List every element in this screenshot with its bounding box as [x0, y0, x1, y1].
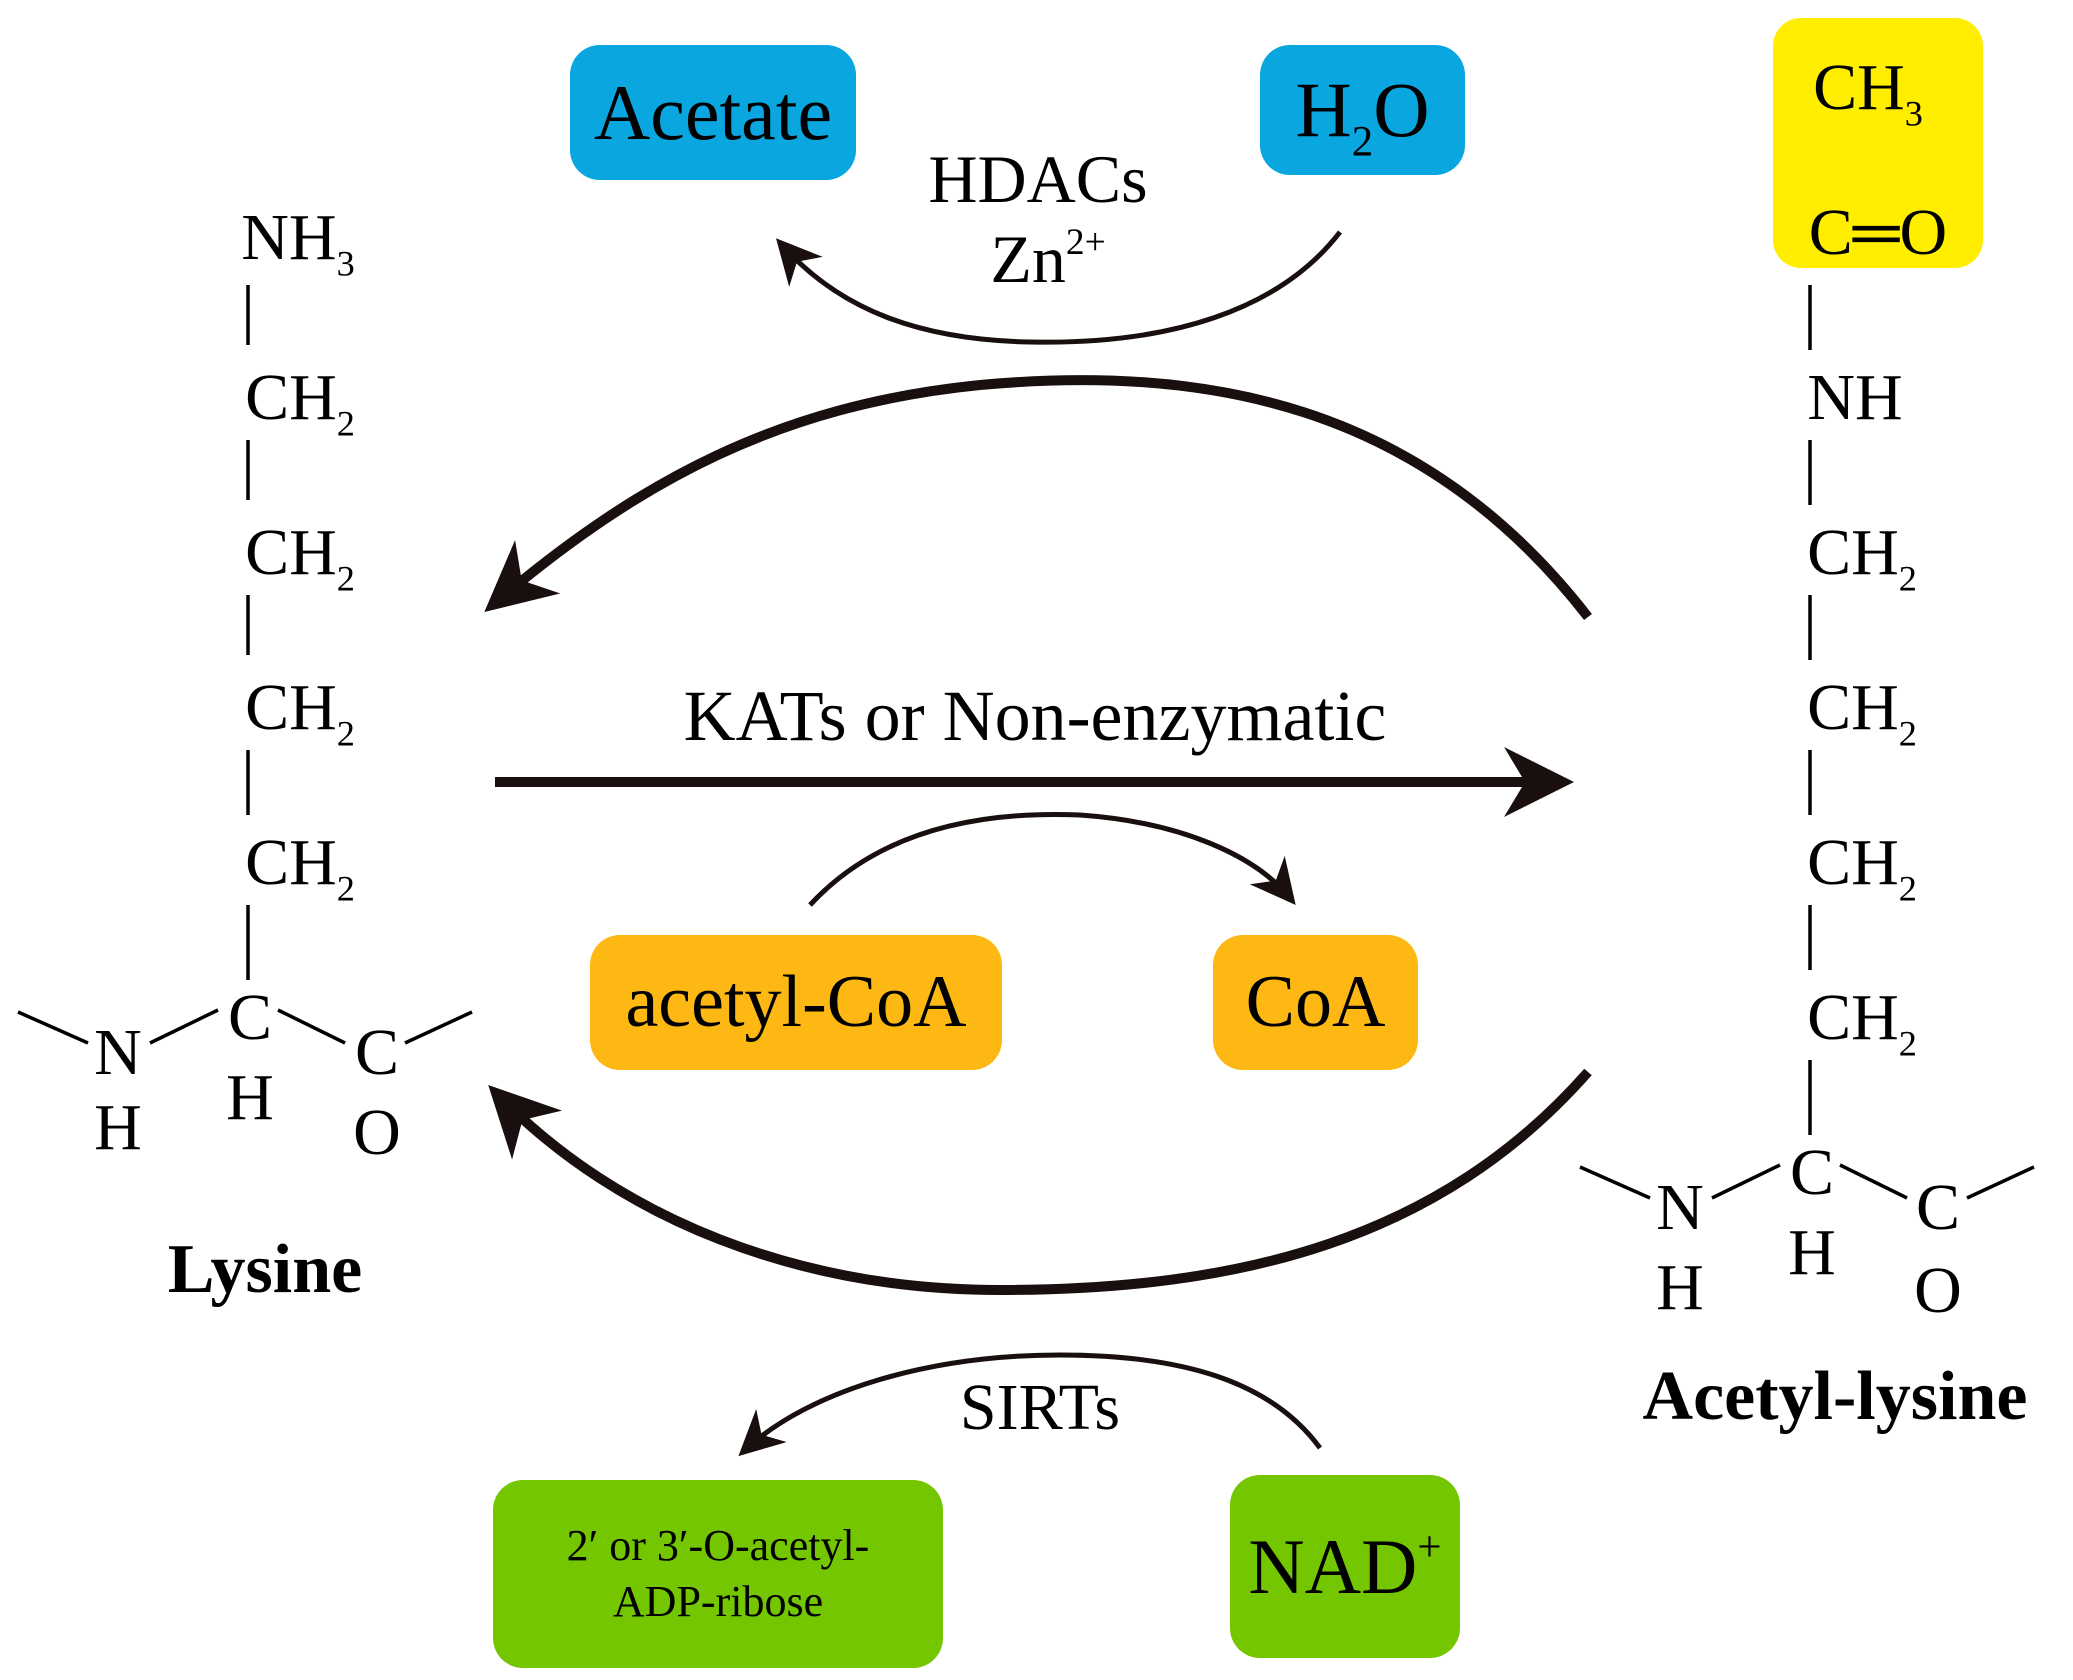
lysine-name: Lysine	[167, 1231, 363, 1308]
deacetylation-arrow-top	[484, 375, 1592, 621]
lysine-ch2-2: CH2	[245, 516, 355, 599]
adp-ribose-line2: ADP-ribose	[612, 1577, 824, 1626]
water-box: H2O	[1260, 45, 1465, 175]
lysine-o: O	[353, 1096, 401, 1169]
acetyl-group-highlight	[1773, 18, 1983, 268]
acetyl-lysine-h-n: H	[1656, 1251, 1704, 1324]
lysine-ch2-3: CH2	[245, 671, 355, 754]
acetyl-lysine-h-alpha: H	[1788, 1216, 1836, 1289]
sirts-label: SIRTs	[959, 1371, 1121, 1444]
coa-label: CoA	[1245, 960, 1386, 1043]
water-label: H2O	[1295, 66, 1430, 166]
lysine-ch2-4: CH2	[245, 826, 355, 909]
deacetylation-arrow-bottom	[488, 1068, 1592, 1296]
lysine-h-alpha: H	[226, 1061, 274, 1134]
acetyl-lysine-nh: NH	[1807, 361, 1903, 434]
lysine-ch2-1: CH2	[245, 361, 355, 444]
acetyl-lysine-o: O	[1914, 1254, 1962, 1327]
acetyl-lysine-name: Acetyl-lysine	[1642, 1358, 2028, 1435]
acetyl-lysine-ch2-2: CH2	[1807, 671, 1917, 754]
acetyl-coa-box: acetyl-CoA	[590, 935, 1002, 1070]
hdacs-label: HDACs	[928, 141, 1148, 217]
acetyl-lysine-ch2-4: CH2	[1807, 981, 1917, 1064]
kats-label: KATs or Non-enzymatic	[683, 676, 1387, 756]
nad-label: NAD+	[1248, 1522, 1442, 1610]
acetyl-lysine-ch2-3: CH2	[1807, 826, 1917, 909]
lysine-bonds	[17, 285, 473, 1045]
coa-box: CoA	[1213, 935, 1418, 1070]
acetyl-coa-label: acetyl-CoA	[625, 960, 967, 1043]
acetyl-coa-arrow	[808, 811, 1296, 907]
sirt-side-arrow	[738, 1352, 1323, 1457]
lysine-c-alpha: C	[227, 981, 273, 1054]
lysine-c-carbonyl: C	[354, 1016, 400, 1089]
lysine-nh3: NH3	[241, 201, 355, 284]
nad-box: NAD+	[1230, 1475, 1460, 1658]
acetyl-lysine-bonds	[1579, 135, 2035, 1200]
adp-ribose-box: 2′ or 3′-O-acetyl- ADP-ribose	[493, 1480, 943, 1668]
lysine-n: N	[94, 1016, 142, 1089]
acetyl-carbonyl: C═O	[1808, 196, 1948, 269]
acetyl-ch3: CH3	[1813, 51, 1923, 134]
acetyl-lysine-ch2-1: CH2	[1807, 516, 1917, 599]
acetyl-lysine-c-alpha: C	[1789, 1136, 1835, 1209]
zinc-label: Zn2+	[990, 221, 1106, 297]
adp-ribose-line1: 2′ or 3′-O-acetyl-	[566, 1520, 870, 1570]
acetate-label: Acetate	[593, 68, 833, 156]
acetate-box: Acetate	[570, 45, 856, 180]
hdac-side-arrow	[776, 230, 1342, 345]
lysine-h-n: H	[94, 1091, 142, 1164]
acetyl-lysine-n: N	[1656, 1171, 1704, 1244]
acetyl-lysine-c-carbonyl: C	[1915, 1171, 1961, 1244]
